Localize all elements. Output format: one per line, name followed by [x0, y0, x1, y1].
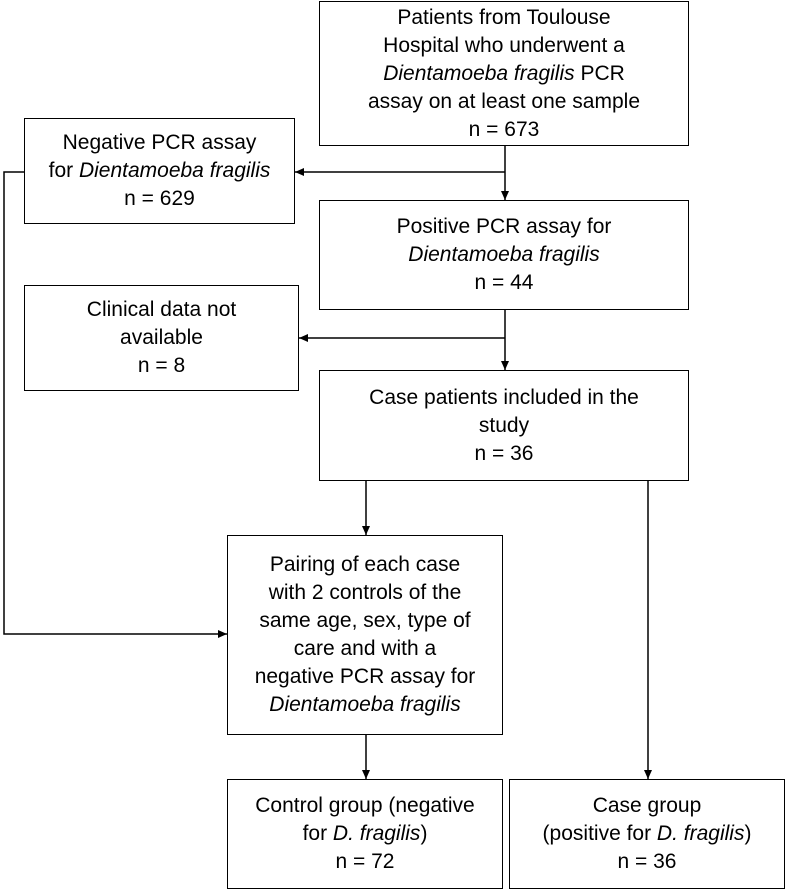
text-run: n = 44 — [474, 271, 534, 294]
box-case-group: Case group(positive for D. fragilis)n = … — [509, 779, 785, 889]
text-run: n = 673 — [468, 117, 540, 141]
text-run: n = 36 — [474, 441, 534, 465]
text-run: n = 8 — [137, 354, 186, 377]
box-text-line: n = 8 — [138, 352, 185, 380]
text-run: PCR — [574, 61, 625, 85]
italic-species-name: Dientamoeba fragilis — [408, 243, 600, 266]
text-run: care and with a — [293, 637, 437, 660]
box-text-line: Clinical data not — [87, 296, 236, 324]
box-text-line: n = 72 — [336, 848, 395, 876]
arrow-negative-to-pairing — [3, 171, 227, 638]
box-text-line: Case patients included in the — [369, 384, 639, 412]
box-text-line: care and with a — [294, 635, 436, 663]
box-pairing: Pairing of each case with 2 controls of t… — [227, 535, 503, 735]
box-text-line: available — [120, 324, 203, 352]
italic-species-name: D. fragilis — [332, 822, 421, 845]
italic-species-name: Dientamoeba fragilis — [383, 61, 575, 85]
box-text-line: Case group — [593, 792, 702, 820]
italic-species-name: Dientamoeba fragilis — [269, 693, 461, 716]
text-run: Control group (negative — [255, 794, 475, 817]
text-run: Clinical data not — [86, 298, 237, 321]
box-text-line: Negative PCR assay — [63, 129, 257, 157]
text-run: same age, sex, type of — [259, 609, 471, 632]
box-text-line: for Dientamoeba fragilis — [49, 157, 271, 185]
text-run: Patients from Toulouse — [397, 5, 611, 29]
text-run: n = 72 — [335, 850, 395, 873]
text-run: assay on at least one sample — [368, 89, 640, 113]
box-text-line: n = 673 — [469, 116, 540, 144]
box-text-line: assay on at least one sample — [368, 88, 640, 116]
box-text-line: Hospital who underwent a — [383, 32, 625, 60]
box-text-line: negative PCR assay for — [255, 663, 476, 691]
box-text-line: Dientamoeba fragilis — [408, 241, 599, 269]
box-included: Case patients included in the study n = 36 — [319, 370, 689, 481]
box-clinical: Clinical data not available n = 8 — [24, 285, 299, 391]
box-text-line: with 2 controls of the — [269, 579, 462, 607]
text-run: available — [120, 326, 203, 349]
box-text-line: n = 629 — [124, 185, 195, 213]
text-run: Pairing of each case — [269, 553, 461, 576]
box-text-line: Positive PCR assay for — [397, 213, 612, 241]
box-text-line: (positive for D. fragilis) — [543, 820, 752, 848]
text-run: n = 36 — [617, 850, 677, 873]
text-run: Case patients included in the — [369, 385, 639, 409]
text-run: Case group — [592, 794, 702, 817]
text-run: for — [48, 159, 79, 182]
text-run: n = 629 — [124, 187, 195, 210]
box-text-line: n = 44 — [475, 269, 534, 297]
box-negative: Negative PCR assay for Dientamoeba fragil… — [24, 118, 295, 224]
box-text-line: n = 36 — [475, 440, 534, 468]
box-text-line: Patients from Toulouse — [397, 4, 610, 32]
text-run: Negative PCR assay — [62, 131, 257, 154]
italic-species-name: D. fragilis — [656, 822, 745, 845]
text-run: negative PCR assay for — [254, 665, 476, 688]
text-run: ) — [420, 822, 428, 845]
text-run: (positive for — [542, 822, 657, 845]
text-run: Positive PCR assay for — [396, 215, 612, 238]
box-text-line: Pairing of each case — [270, 551, 460, 579]
text-run: for — [302, 822, 333, 845]
box-text-line: Dientamoeba fragilis — [269, 691, 460, 719]
box-text-line: for D. fragilis) — [303, 820, 428, 848]
box-text-line: Dientamoeba fragilis PCR — [383, 60, 625, 88]
box-text-line: n = 36 — [618, 848, 677, 876]
text-run: Hospital who underwent a — [383, 33, 625, 57]
box-text-line: same age, sex, type of — [259, 607, 470, 635]
text-run: ) — [744, 822, 752, 845]
italic-species-name: Dientamoeba fragilis — [78, 159, 271, 182]
text-run: with 2 controls of the — [268, 581, 462, 604]
box-text-line: Control group (negative — [255, 792, 474, 820]
text-run: study — [478, 413, 530, 437]
box-text-line: study — [479, 412, 529, 440]
